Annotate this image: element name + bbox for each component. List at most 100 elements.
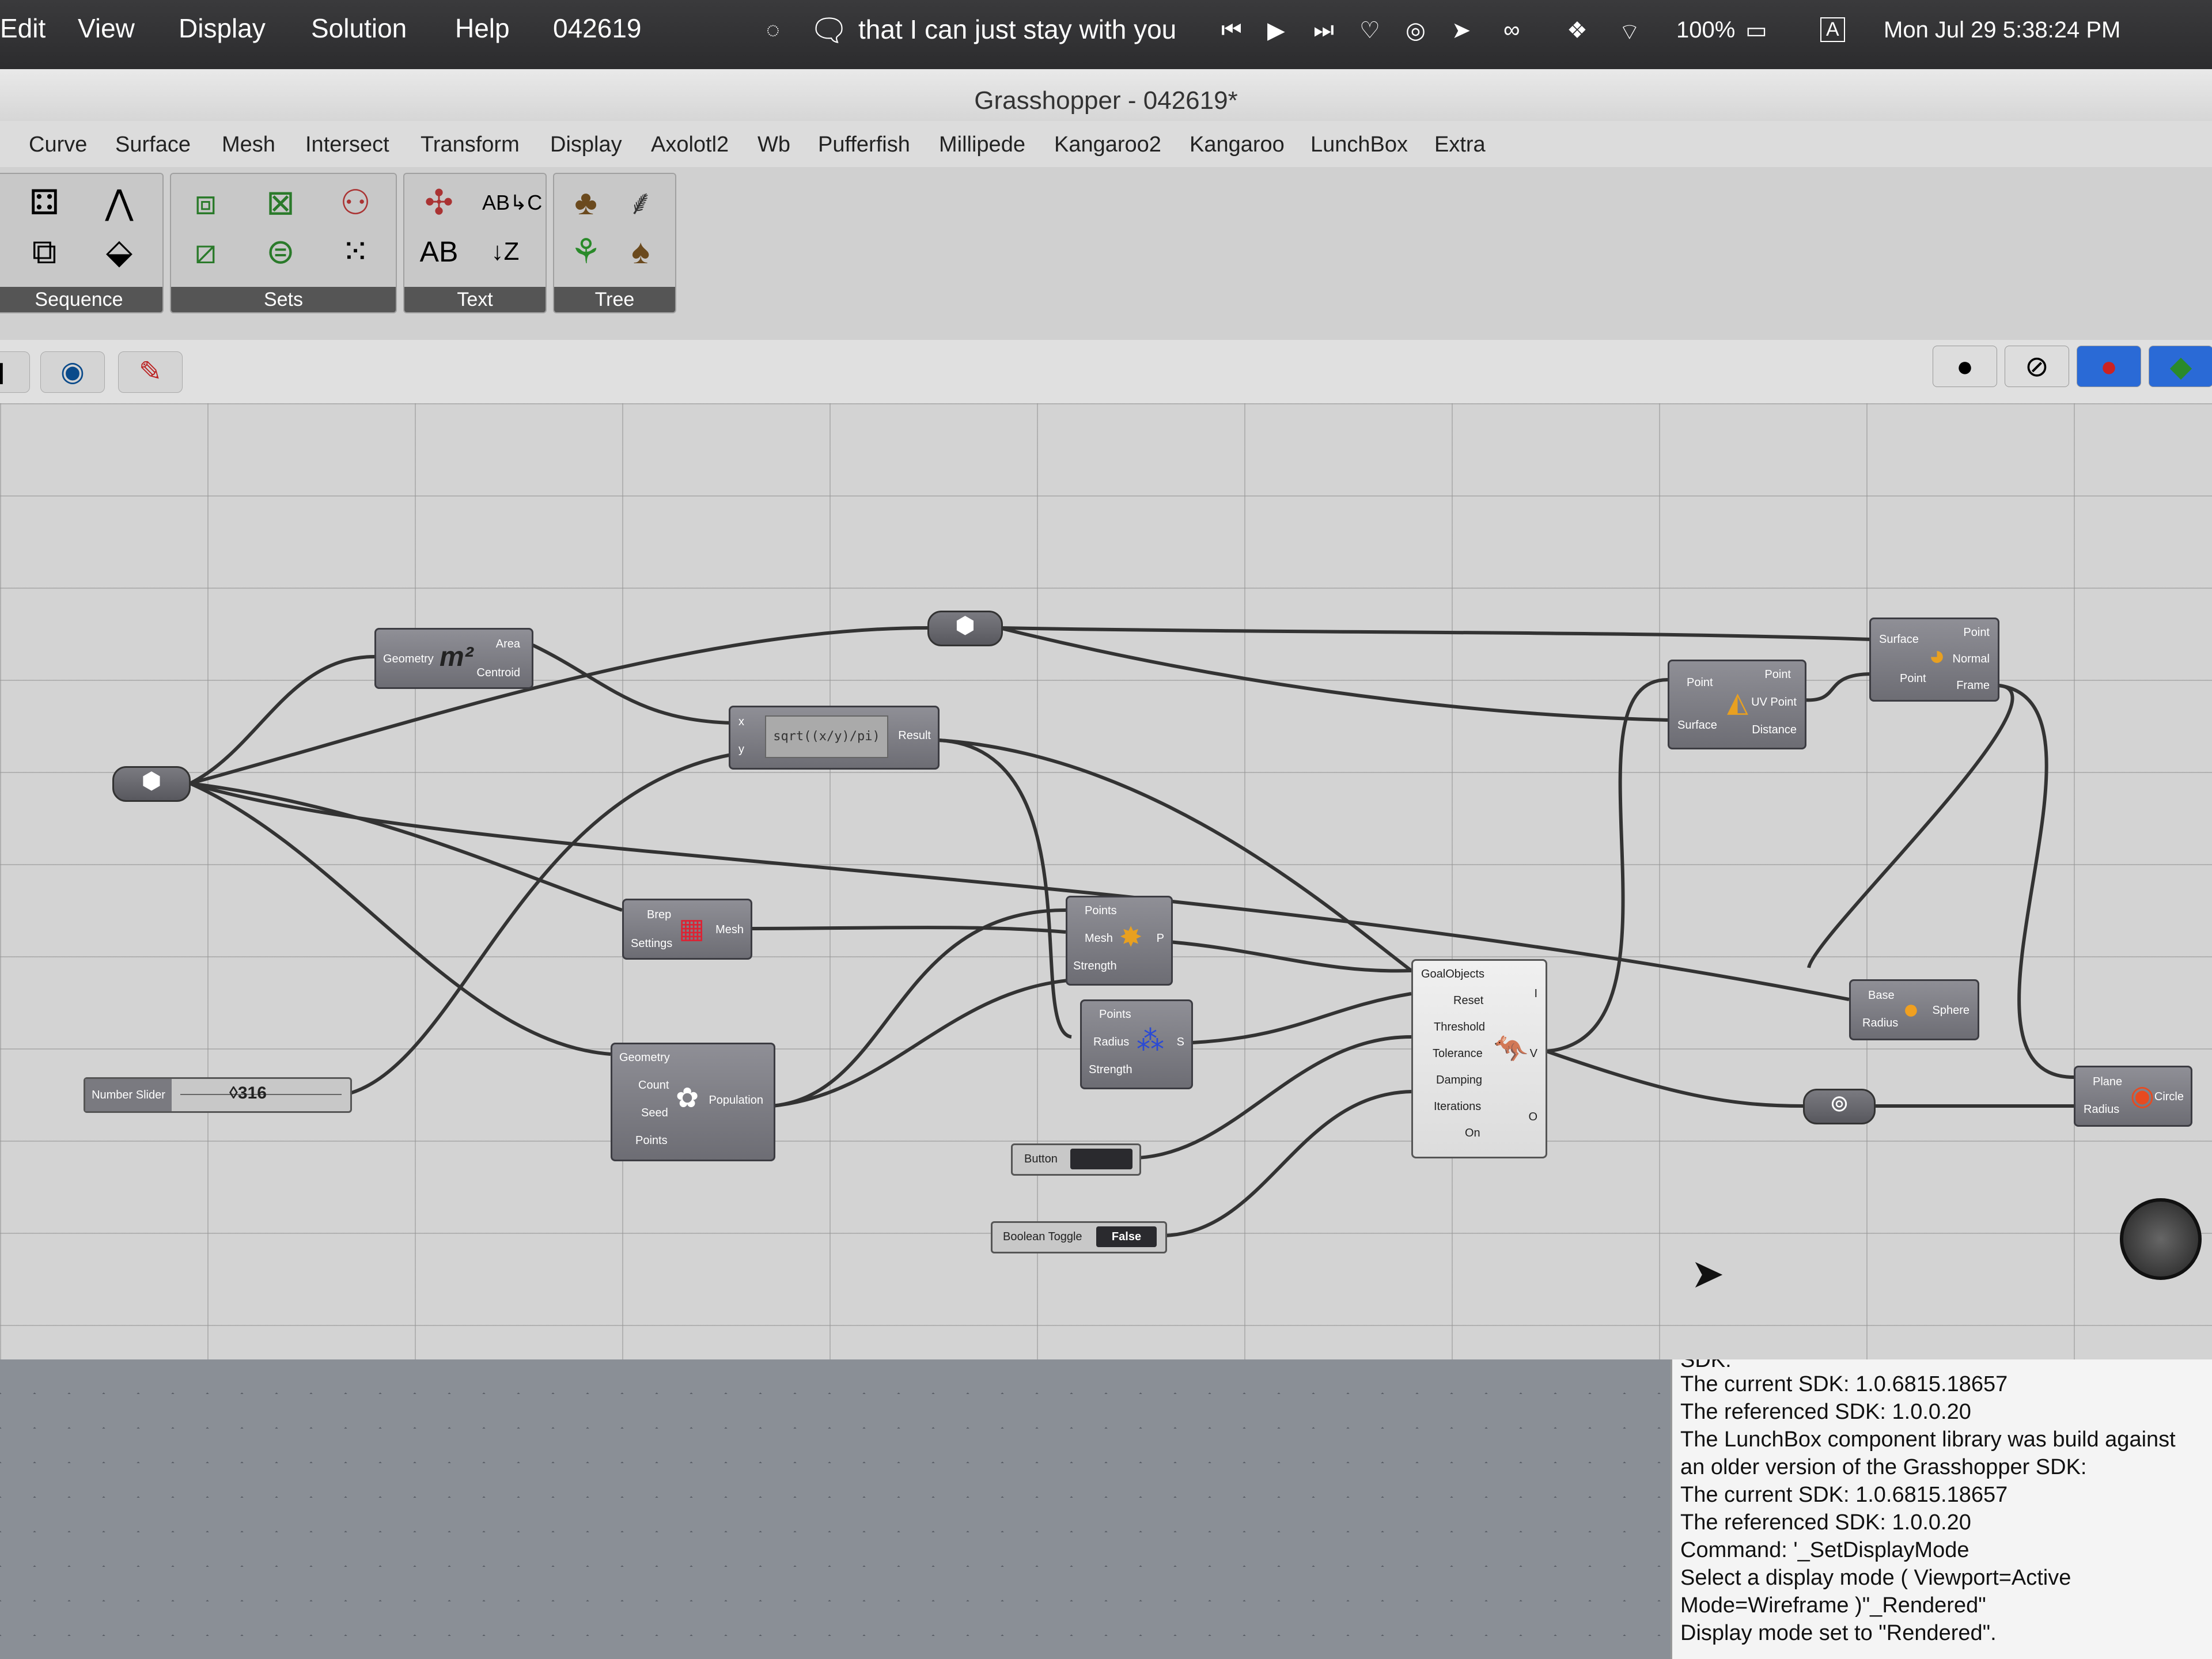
onmesh-input-mesh[interactable]: Mesh [1085, 932, 1113, 945]
menu-view[interactable]: View [78, 13, 135, 43]
send-icon[interactable]: ➤ [1452, 18, 1471, 43]
button-trigger[interactable] [1070, 1149, 1132, 1169]
sketch-icon[interactable]: ✎ [118, 351, 183, 393]
area-output-centroid[interactable]: Centroid [476, 666, 520, 679]
mesh-brep-component[interactable]: Brep Settings ▦ Mesh [622, 899, 752, 960]
pull-input-point[interactable]: Point [1687, 676, 1713, 689]
now-playing-title[interactable]: that I can just stay with you [858, 14, 1177, 44]
toolbar-partial-button[interactable]: ▮ [0, 351, 30, 393]
solver-output-v[interactable]: V [1529, 1047, 1537, 1060]
palm-tree-icon[interactable]: ⸙ [627, 183, 654, 222]
populate-output-population[interactable]: Population [709, 1094, 763, 1107]
populate-input-seed[interactable]: Seed [641, 1107, 668, 1119]
people-icon[interactable]: ⚇ [340, 183, 371, 222]
populate-input-geometry[interactable]: Geometry [619, 1051, 670, 1064]
tree-stump-icon[interactable]: ♣ [574, 183, 597, 222]
display-shaded-icon[interactable]: ● [2077, 346, 2141, 387]
sphere-collide-goal-component[interactable]: Points Radius Strength ⁂ S [1080, 999, 1193, 1089]
tab-intersect[interactable]: Intersect [305, 132, 389, 157]
chat-icon[interactable]: 🗨 [809, 13, 849, 48]
geometry-param-top[interactable]: ⬢ [927, 611, 1003, 646]
expression-text[interactable]: sqrt((x/y)/pi) [765, 715, 888, 758]
onmesh-input-points[interactable]: Points [1085, 904, 1117, 917]
number-slider[interactable]: Number Slider ◊316 [84, 1077, 352, 1113]
pull-output-point[interactable]: Point [1764, 668, 1791, 681]
boolean-toggle-value[interactable]: False [1096, 1226, 1157, 1247]
solver-output-o[interactable]: O [1528, 1111, 1537, 1123]
solver-output-i[interactable]: I [1534, 987, 1537, 1000]
populate-geometry-component[interactable]: Geometry Count Seed Points ✿ Population [611, 1043, 775, 1161]
sphere-input-radius[interactable]: Radius [1862, 1017, 1899, 1029]
next-track-icon[interactable]: ⏭ [1313, 17, 1334, 43]
wifi-icon[interactable]: ⌔ [1619, 20, 1641, 45]
sphere-output-sphere[interactable]: Sphere [1932, 1004, 1970, 1017]
creative-cloud-icon[interactable]: ∞ [1503, 17, 1520, 43]
tab-surface[interactable]: Surface [115, 132, 191, 157]
number-slider-value[interactable]: ◊316 [229, 1084, 267, 1103]
evalsrf-input-surface[interactable]: Surface [1879, 633, 1919, 646]
dots-grid-icon[interactable]: ⁙ [340, 232, 370, 271]
evalsrf-output-point[interactable]: Point [1963, 626, 1990, 639]
geometry-param[interactable]: ⬢ [112, 766, 191, 802]
sprout-icon[interactable]: ⚘ [570, 232, 601, 271]
dropbox-icon[interactable]: ❖ [1567, 18, 1588, 43]
graph-icon[interactable]: ⋀ [105, 183, 134, 222]
solver-input-damping[interactable]: Damping [1436, 1074, 1483, 1086]
eye-icon[interactable]: ◉ [40, 351, 105, 393]
mesh-brep-input-settings[interactable]: Settings [631, 937, 673, 950]
surface-closest-point-component[interactable]: Point Surface ◭ Point UV Point Distance [1668, 660, 1806, 749]
area-output-area[interactable]: Area [495, 638, 520, 650]
pull-output-uvpoint[interactable]: UV Point [1751, 696, 1797, 709]
circle-input-radius[interactable]: Radius [2084, 1103, 2120, 1116]
pull-output-distance[interactable]: Distance [1752, 724, 1797, 736]
canvas-navigation-widget[interactable] [2120, 1198, 2202, 1280]
tab-display[interactable]: Display [550, 132, 622, 157]
tab-lunchbox[interactable]: LunchBox [1310, 132, 1408, 157]
series-icon[interactable]: ⚃ [29, 183, 60, 222]
set-equal-icon[interactable]: ⊜ [266, 232, 296, 271]
boolean-toggle[interactable]: Boolean Toggle False [991, 1221, 1167, 1253]
tab-kangaroo2[interactable]: Kangaroo2 [1054, 132, 1161, 157]
mesh-brep-input-brep[interactable]: Brep [647, 908, 672, 921]
heart-icon[interactable]: ♡ [1359, 18, 1380, 43]
expression-input-y[interactable]: y [738, 743, 744, 756]
play-icon[interactable]: ▶ [1267, 18, 1285, 43]
display-no-preview-icon[interactable]: ● [1933, 346, 1997, 387]
onmesh-input-strength[interactable]: Strength [1073, 960, 1117, 972]
battery-icon[interactable]: ▭ [1745, 18, 1767, 43]
collide-input-strength[interactable]: Strength [1089, 1063, 1132, 1076]
button-component[interactable]: Button [1011, 1143, 1141, 1176]
onmesh-output-p[interactable]: P [1156, 932, 1164, 945]
expression-output-result[interactable]: Result [898, 729, 931, 742]
set-union-icon[interactable]: ⧈ [194, 183, 217, 222]
collide-input-points[interactable]: Points [1099, 1008, 1131, 1021]
on-mesh-goal-component[interactable]: Points Mesh Strength ✸ P [1066, 896, 1173, 986]
solver-input-threshold[interactable]: Threshold [1434, 1021, 1485, 1033]
tab-curve[interactable]: Curve [29, 132, 88, 157]
menu-solution[interactable]: Solution [311, 13, 407, 43]
evaluate-surface-component[interactable]: Surface Point ◕ Point Normal Frame [1869, 618, 1999, 702]
tab-extra[interactable]: Extra [1434, 132, 1486, 157]
tab-axolotl2[interactable]: Axolotl2 [651, 132, 729, 157]
circle-component[interactable]: Plane Radius ◉ Circle [2074, 1066, 2192, 1127]
solver-input-reset[interactable]: Reset [1453, 994, 1484, 1007]
circle-input-plane[interactable]: Plane [2093, 1075, 2123, 1088]
tab-wb[interactable]: Wb [757, 132, 790, 157]
expression-component[interactable]: x y sqrt((x/y)/pi) Result [729, 706, 940, 770]
text-tag-icon[interactable]: ✣ [424, 183, 454, 222]
box-icon[interactable]: ⬙ [105, 232, 133, 271]
display-wireframe-icon[interactable]: ⊘ [2005, 346, 2069, 387]
tab-transform[interactable]: Transform [421, 132, 520, 157]
menubar-clock[interactable]: Mon Jul 29 5:38:24 PM [1884, 17, 2121, 43]
evalsrf-output-normal[interactable]: Normal [1952, 653, 1990, 665]
circle-output-circle[interactable]: Circle [2154, 1090, 2184, 1103]
menu-document-name[interactable]: 042619 [553, 13, 642, 43]
set-slash-icon[interactable]: ⧄ [194, 232, 217, 271]
area-input-geometry[interactable]: Geometry [383, 653, 434, 665]
text-split-icon[interactable]: AB [419, 236, 459, 268]
menu-display[interactable]: Display [179, 13, 266, 43]
sphere-input-base[interactable]: Base [1868, 989, 1895, 1002]
display-selected-icon[interactable]: ◆ [2149, 346, 2212, 387]
populate-input-count[interactable]: Count [638, 1079, 669, 1092]
tab-kangaroo[interactable]: Kangaroo [1190, 132, 1285, 157]
